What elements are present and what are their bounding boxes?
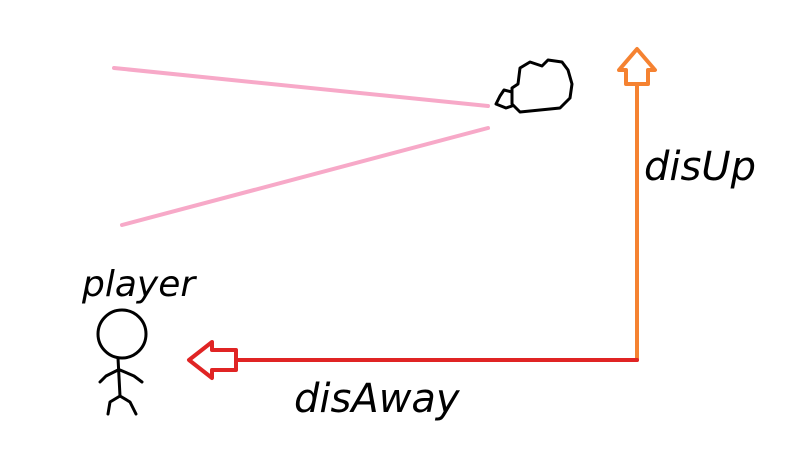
dis-up-arrow bbox=[617, 47, 657, 362]
camera-icon bbox=[494, 58, 574, 114]
camera-view-lines bbox=[112, 66, 490, 227]
player-label: player bbox=[81, 264, 197, 305]
dis-away-arrow bbox=[187, 340, 639, 380]
stick-figure-icon bbox=[96, 308, 148, 416]
dis-up-label: disUp bbox=[644, 144, 756, 190]
view-line-upper bbox=[112, 66, 490, 108]
dis-away-label: disAway bbox=[294, 376, 461, 422]
view-line-lower bbox=[120, 126, 490, 227]
